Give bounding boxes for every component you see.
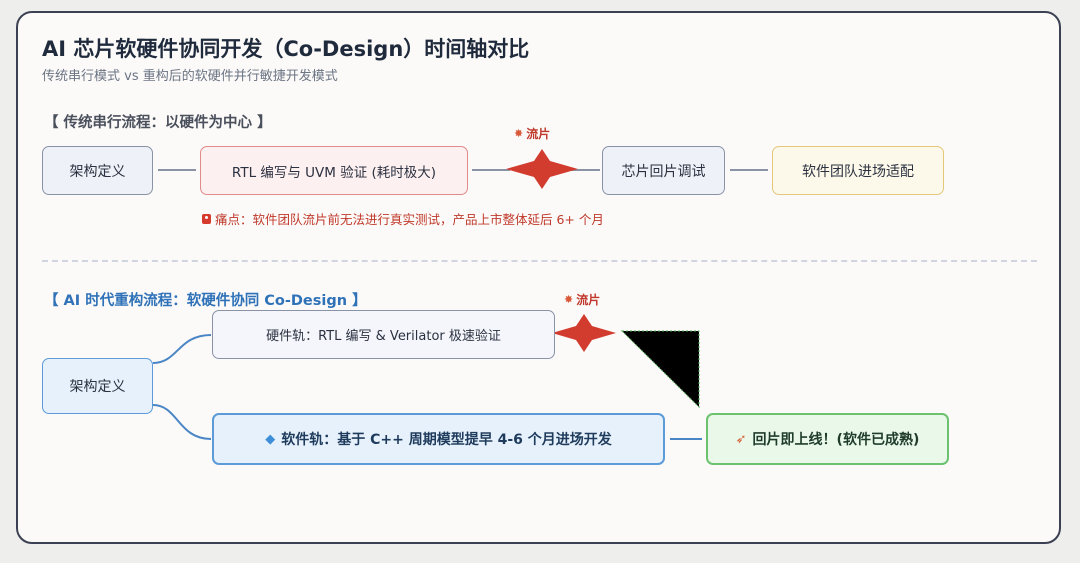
section-divider	[42, 260, 1037, 262]
traditional-tapeout-diamond	[506, 149, 578, 189]
traditional-section-label: 【 传统串行流程：以硬件为中心 】	[44, 115, 272, 131]
spark-icon: ✸	[514, 127, 524, 140]
tapeout-text: 流片	[526, 127, 551, 141]
page-subtitle: 传统串行模式 vs 重构后的软硬件并行敏捷开发模式	[42, 69, 338, 84]
connector-line	[558, 169, 600, 171]
triangle-icon	[620, 330, 700, 409]
software-track-label: 软件轨：基于 C++ 周期模型提早 4-6 个月进场开发	[281, 432, 612, 448]
ai-arch-box: 架构定义	[42, 358, 153, 414]
pain-point-text: 痛点：软件团队流片前无法进行真实测试，产品上市整体延后 6+ 个月	[215, 212, 604, 227]
ai-connectors	[152, 314, 702, 440]
traditional-rtl-box: RTL 编写与 UVM 验证 (耗时极大)	[200, 146, 468, 195]
page-title: AI 芯片软硬件协同开发（Co-Design）时间轴对比	[42, 37, 530, 61]
pain-point-note: 痛点：软件团队流片前无法进行真实测试，产品上市整体延后 6+ 个月	[202, 209, 604, 228]
traditional-software-label: 软件团队进场适配	[802, 163, 914, 180]
rocket-icon: ➶	[735, 431, 747, 447]
connector-line	[472, 169, 510, 171]
connector-line	[730, 169, 768, 171]
tapeout-text: 流片	[576, 293, 601, 307]
gem-icon: ◆	[265, 431, 276, 447]
hardware-track-box: 硬件轨：RTL 编写 & Verilator 极速验证	[212, 310, 555, 359]
ai-section-label: 【 AI 时代重构流程：软硬件协同 Co-Design 】	[44, 293, 367, 309]
diagram-card: AI 芯片软硬件协同开发（Co-Design）时间轴对比 传统串行模式 vs 重…	[16, 11, 1061, 544]
traditional-bringup-box: 芯片回片调试	[602, 146, 725, 195]
branch-curve-upper	[152, 334, 212, 364]
software-track-box: ◆ 软件轨：基于 C++ 周期模型提早 4-6 个月进场开发	[212, 413, 665, 465]
traditional-software-box: 软件团队进场适配	[772, 146, 944, 195]
traditional-arch-box: 架构定义	[42, 146, 153, 195]
traditional-rtl-label: RTL 编写与 UVM 验证 (耗时极大)	[231, 164, 437, 181]
spark-icon: ✸	[564, 293, 574, 306]
diamond-icon	[506, 149, 578, 189]
flag-icon	[202, 213, 211, 224]
traditional-arch-label: 架构定义	[69, 163, 126, 180]
diamond-icon	[552, 314, 616, 352]
traditional-bringup-label: 芯片回片调试	[621, 163, 706, 180]
launch-label: 回片即上线！(软件已成熟)	[752, 432, 920, 448]
hardware-track-label: 硬件轨：RTL 编写 & Verilator 极速验证	[266, 329, 501, 344]
traditional-tapeout-label: ✸ 流片	[514, 125, 550, 142]
connector-line	[158, 169, 196, 171]
branch-curve-lower	[152, 404, 212, 440]
ai-tapeout-label: ✸ 流片	[564, 291, 600, 308]
launch-box: ➶ 回片即上线！(软件已成熟)	[706, 413, 949, 465]
ai-arch-label: 架构定义	[69, 379, 126, 395]
